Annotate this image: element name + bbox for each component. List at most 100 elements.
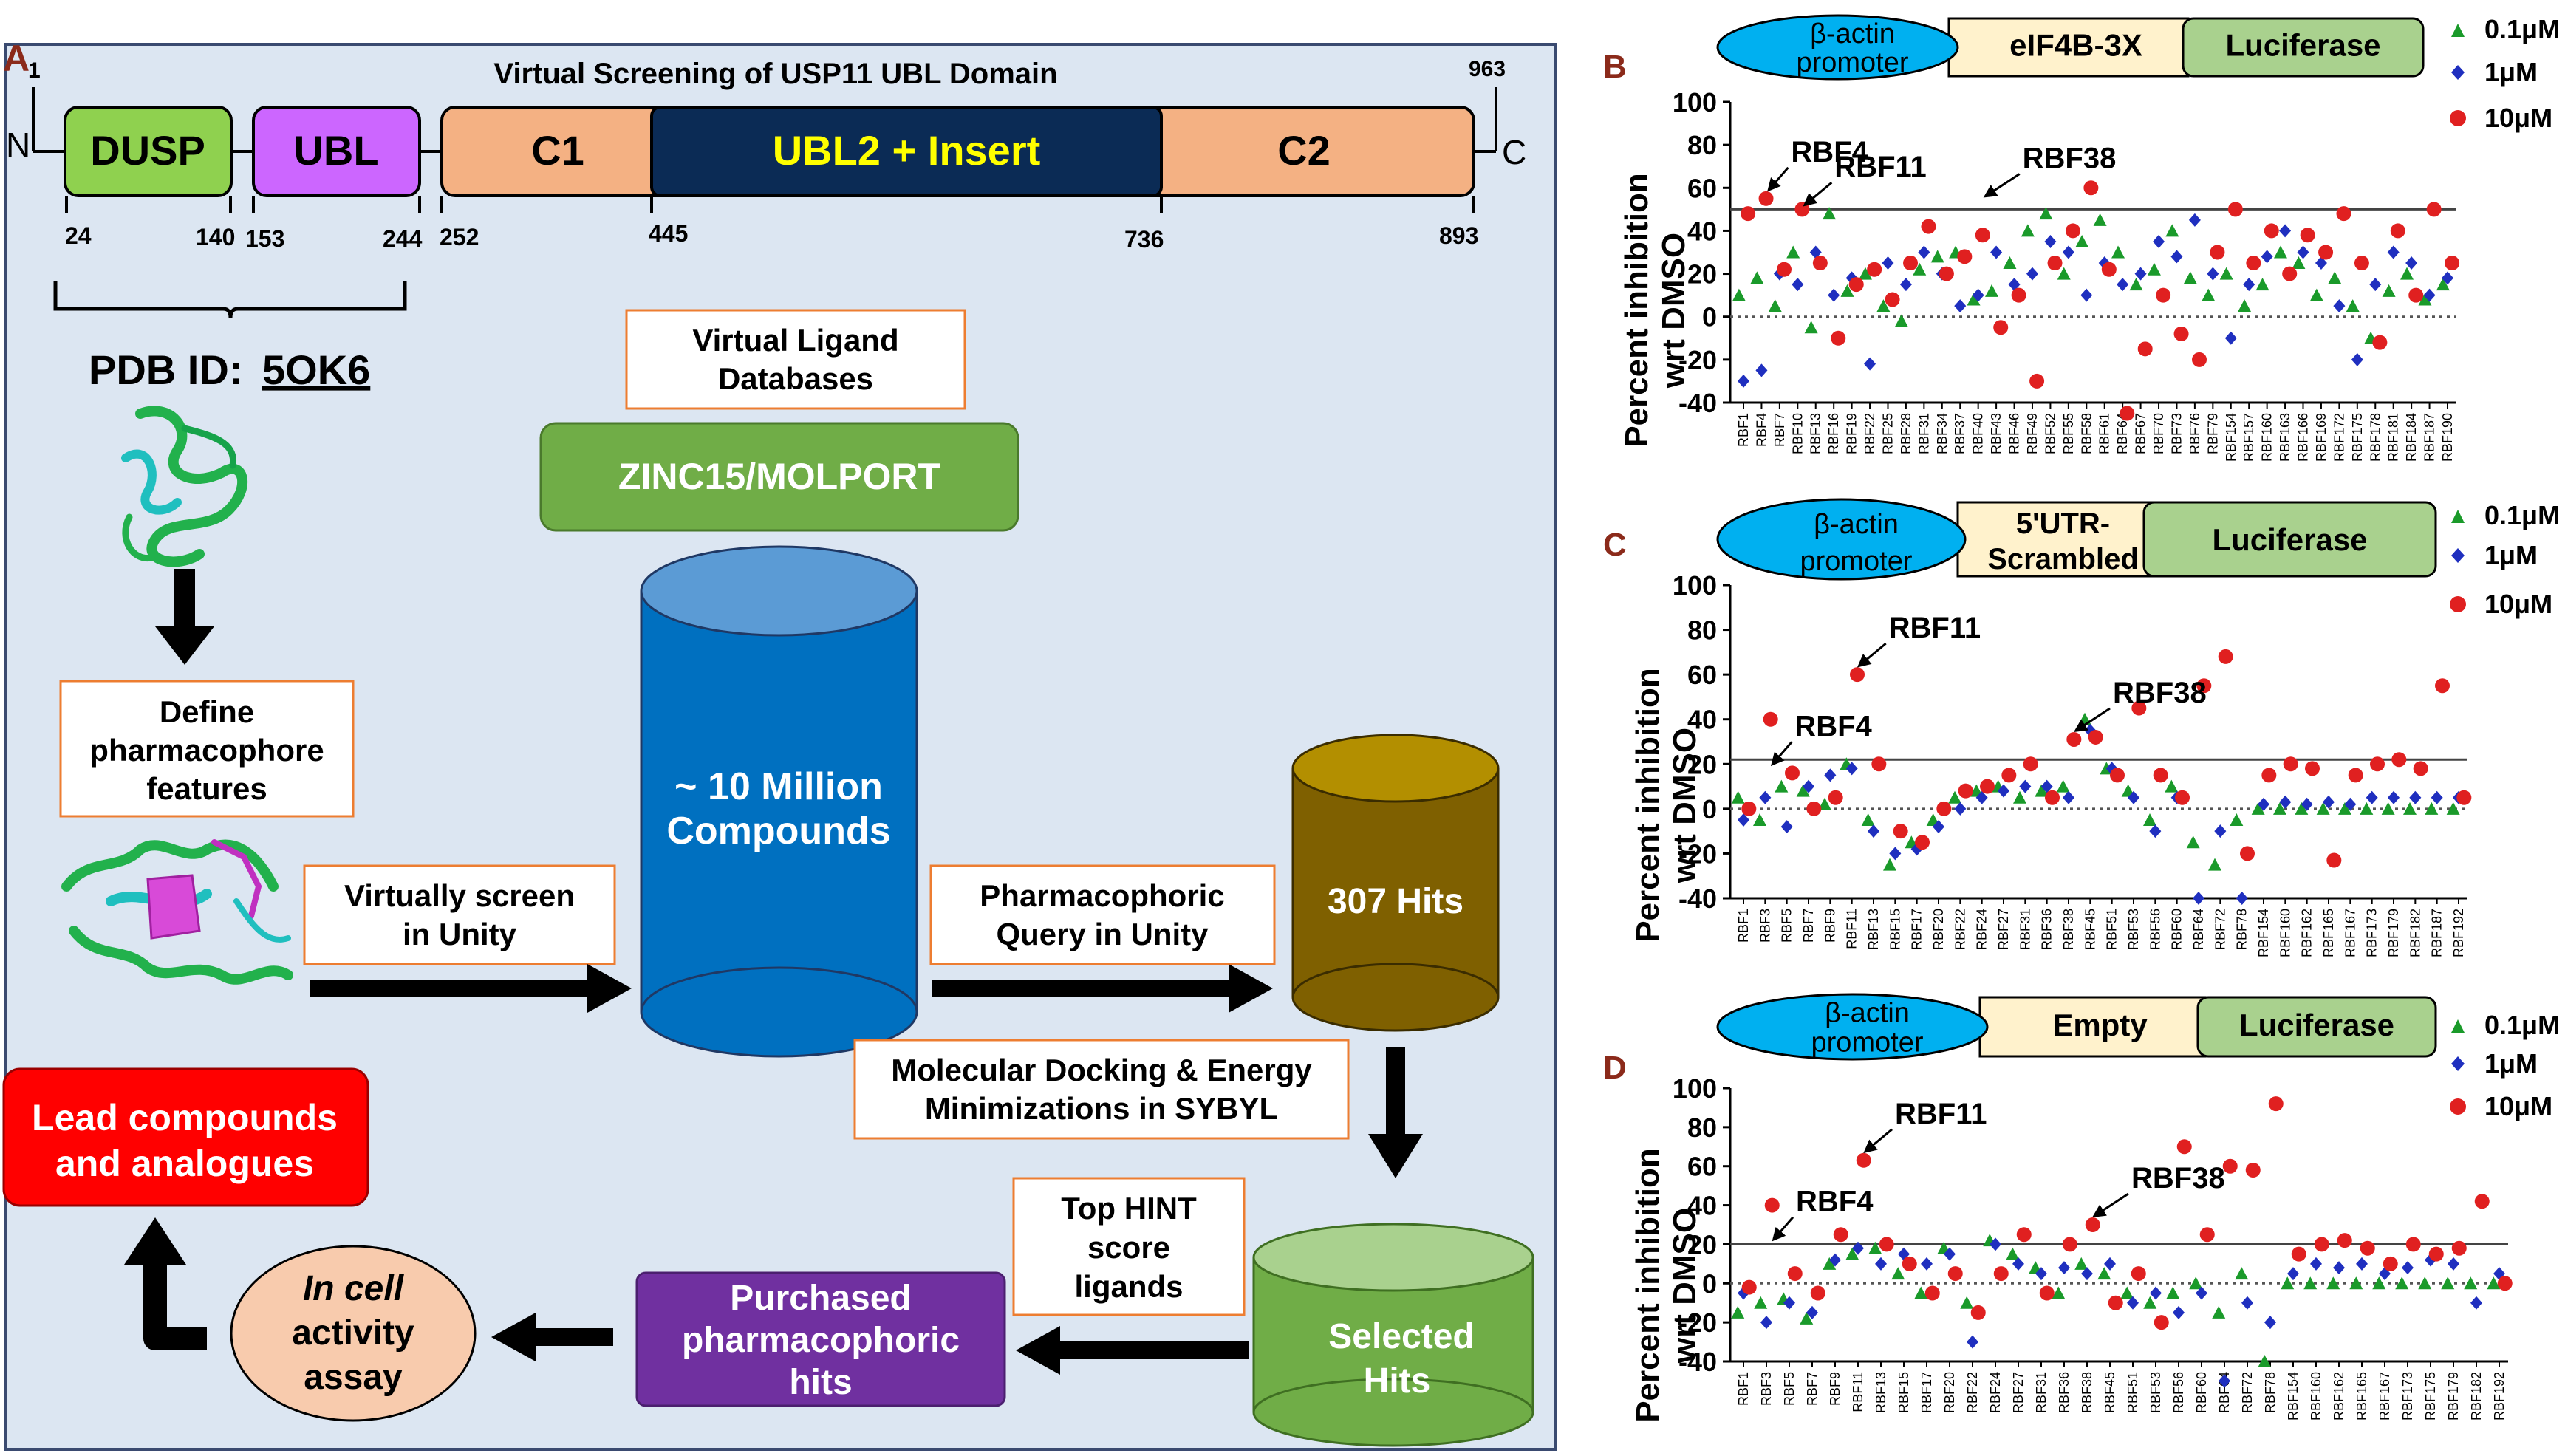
- data-point-1um: [2387, 245, 2400, 259]
- data-point-10um: [2283, 756, 2298, 772]
- x-tick-label: RBF45: [2083, 909, 2097, 950]
- legend-label: 1μM: [2484, 57, 2538, 87]
- data-point-10um: [1903, 256, 1919, 271]
- data-point-1um: [1990, 245, 2003, 259]
- data-point-0-1um: [2441, 1276, 2455, 1290]
- n-terminus-label: N: [6, 126, 30, 164]
- data-point-10um: [2062, 1237, 2077, 1252]
- data-point-1um: [2153, 234, 2165, 248]
- data-point-0-1um: [1930, 250, 1944, 263]
- data-point-0-1um: [1914, 1286, 1928, 1299]
- y-tick-label: 0: [1702, 302, 1717, 332]
- data-point-10um: [2176, 1139, 2192, 1155]
- data-point-0-1um: [2003, 256, 2017, 270]
- y-tick-label: 80: [1687, 615, 1717, 646]
- data-point-1um: [2448, 1257, 2459, 1271]
- data-point-0-1um: [1861, 813, 1875, 826]
- data-point-1um: [2170, 250, 2183, 264]
- data-point-1um: [2128, 790, 2139, 804]
- curly-brace: [53, 281, 407, 318]
- data-point-1um: [2366, 790, 2378, 804]
- define-line-3: features: [146, 771, 267, 806]
- data-point-0-1um: [2403, 802, 2417, 815]
- x-tick-label: RBF165: [2354, 1372, 2369, 1421]
- data-point-10um: [1871, 756, 1887, 772]
- annotation-label: RBF38: [2131, 1162, 2225, 1194]
- data-point-10um: [1758, 191, 1774, 206]
- data-point-0-1um: [1754, 1296, 1768, 1309]
- data-point-1um: [2081, 1267, 2093, 1281]
- promoter-line-1: β-actin: [1814, 509, 1899, 540]
- data-point-10um: [1806, 801, 1822, 816]
- data-point-10um: [1924, 1285, 1940, 1301]
- data-point-0-1um: [2273, 245, 2287, 259]
- data-point-0-1um: [2360, 802, 2374, 815]
- pharmacophore-image: [61, 839, 293, 985]
- data-point-0-1um: [2165, 779, 2179, 793]
- data-point-0-1um: [2143, 1296, 2157, 1309]
- data-point-10um: [2227, 202, 2243, 217]
- legend-marker-triangle: [2451, 24, 2465, 37]
- incell-assay: [230, 1245, 477, 1422]
- x-tick-label: RBF154: [2224, 413, 2238, 462]
- data-point-1um: [2219, 1374, 2230, 1388]
- panel-letter: D: [1603, 1050, 1627, 1086]
- data-point-1um: [2193, 892, 2204, 905]
- data-point-10um: [1957, 249, 1973, 264]
- data-point-10um: [1848, 277, 1864, 293]
- data-point-1um: [2323, 795, 2335, 809]
- x-tick-label: RBF162: [2300, 909, 2315, 957]
- selected-hits-cylinder: Selected Hits: [1252, 1223, 1534, 1447]
- data-point-0-1um: [2165, 224, 2179, 237]
- data-point-1um: [2214, 824, 2227, 838]
- data-point-0-1um: [2057, 267, 2071, 280]
- data-point-10um: [2354, 256, 2369, 271]
- data-point-1um: [1828, 288, 1840, 302]
- x-tick-label: RBF182: [2469, 1372, 2484, 1421]
- data-point-0-1um: [1948, 790, 1961, 804]
- data-point-0-1um: [1796, 784, 1810, 797]
- data-point-10um: [1915, 835, 1930, 850]
- y-axis-label-line-1: Percent inhibition: [1630, 1148, 1666, 1423]
- legend-label: 0.1μM: [2484, 14, 2560, 44]
- data-point-1um: [2287, 1267, 2299, 1281]
- data-point-10um: [2066, 731, 2082, 747]
- data-point-10um: [2474, 1194, 2490, 1209]
- y-tick-label: 20: [1687, 1229, 1717, 1260]
- pdb-id: 5OK6: [262, 346, 370, 393]
- data-point-1um: [2431, 790, 2443, 804]
- data-point-10um: [2175, 790, 2190, 805]
- data-point-1um: [2261, 250, 2273, 264]
- hits-label: 307 Hits: [1328, 882, 1463, 921]
- promoter-line-2: promoter: [1796, 47, 1908, 78]
- data-point-10um: [1921, 219, 1936, 234]
- x-tick-label: RBF11: [1851, 1372, 1865, 1412]
- data-point-0-1um: [2326, 1276, 2340, 1290]
- x-tick-label: RBF13: [1874, 1372, 1888, 1413]
- data-point-0-1um: [1876, 299, 1891, 312]
- pos-244: 244: [383, 225, 423, 252]
- data-point-10um: [2391, 752, 2407, 768]
- x-tick-label: RBF56: [2171, 1372, 2186, 1413]
- data-point-1um: [1933, 820, 1944, 834]
- data-point-1um: [1998, 784, 2009, 798]
- x-tick-label: RBF169: [2314, 413, 2329, 462]
- docking-line-2: Minimizations in SYBYL: [925, 1091, 1278, 1126]
- x-tick-label: RBF7: [1772, 413, 1787, 447]
- x-tick-label: RBF67: [2134, 413, 2148, 454]
- data-point-1um: [2241, 1296, 2253, 1310]
- data-point-1um: [1954, 299, 1967, 313]
- data-point-1um: [2150, 1286, 2162, 1300]
- x-tick-label: RBF184: [2404, 413, 2419, 462]
- y-tick-label: -40: [1678, 388, 1717, 418]
- data-point-1um: [2442, 271, 2453, 285]
- data-point-1um: [1868, 824, 1879, 838]
- data-point-10um: [2360, 1240, 2375, 1256]
- data-point-0-1um: [1984, 284, 1998, 297]
- x-tick-label: RBF52: [2043, 413, 2057, 454]
- x-tick-label: RBF51: [2105, 909, 2120, 950]
- data-point-10um: [2456, 790, 2472, 805]
- data-point-1um: [2207, 267, 2219, 281]
